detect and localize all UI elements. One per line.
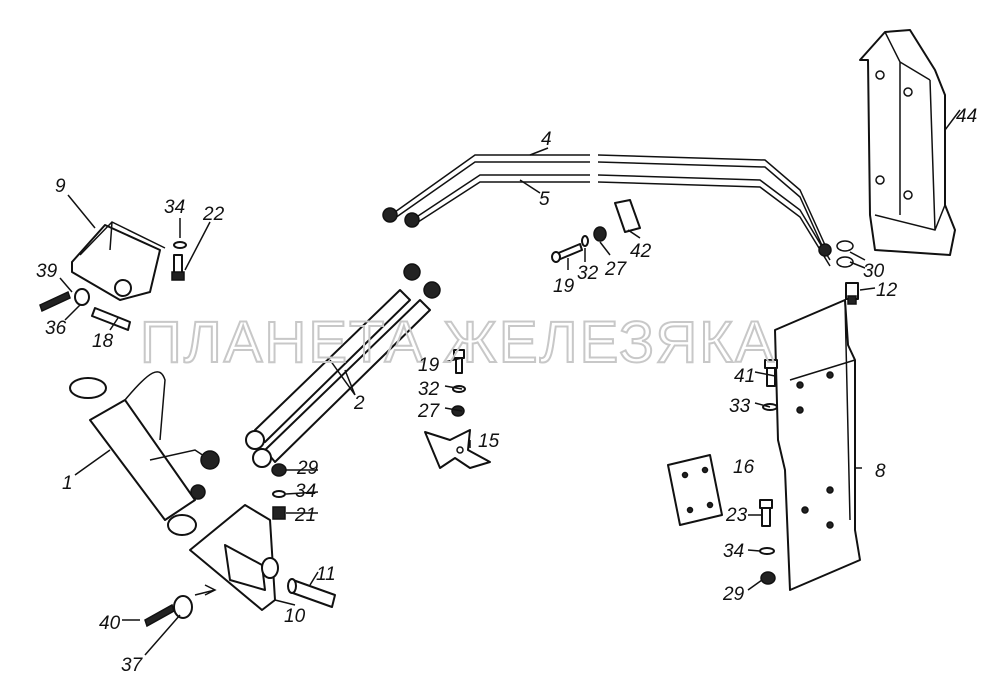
callout-18: 18: [92, 331, 114, 352]
part-2-hoses: [245, 263, 441, 468]
callout-19: 19: [553, 276, 575, 297]
callout-41: 41: [734, 366, 755, 387]
fasteners-group-top: [551, 199, 641, 263]
callout-2: 2: [353, 393, 365, 414]
part-15-clip: [424, 429, 491, 469]
callout-36: 36: [45, 318, 67, 339]
fasteners-group-left-bottom: [144, 463, 287, 628]
part-11-pin: [287, 578, 336, 608]
callout-16: 16: [733, 457, 755, 478]
part-12-fitting: [845, 282, 859, 305]
callout-29: 29: [296, 458, 319, 479]
callout-9: 9: [55, 176, 66, 197]
part-1-cylinder: [69, 371, 220, 536]
callout-19-middle: 19: [418, 355, 440, 376]
part-16-pad: [667, 454, 723, 526]
part-8-mounting-plate: [774, 299, 861, 591]
callout-21: 21: [294, 505, 316, 526]
part-9-bracket: [71, 221, 166, 301]
part-4-5-tubes: [382, 154, 832, 267]
part-44-cab-bracket: [859, 29, 956, 256]
callout-34-right: 34: [723, 541, 744, 562]
part-30-rings: [836, 240, 854, 268]
callout-5: 5: [539, 189, 550, 210]
callout-30: 30: [863, 261, 885, 282]
callout-27: 27: [604, 259, 628, 280]
leader-lines: [59, 109, 961, 656]
callout-labels: 9 34 22 39 36 18 1 4 5 19 32 27 42 30 44…: [36, 106, 977, 676]
callout-15: 15: [478, 431, 500, 452]
part-10-bracket: [189, 504, 279, 611]
callout-27-middle: 27: [417, 401, 441, 422]
callout-42: 42: [630, 241, 652, 262]
fasteners-group-left-top: [39, 241, 187, 331]
callout-23: 23: [725, 505, 748, 526]
callout-39: 39: [36, 261, 58, 282]
callout-34: 34: [164, 197, 185, 218]
callout-37: 37: [121, 655, 144, 676]
callout-10: 10: [284, 606, 306, 627]
callout-8: 8: [875, 461, 886, 482]
callout-1: 1: [62, 473, 73, 494]
callout-32: 32: [577, 263, 599, 284]
callout-12: 12: [876, 280, 898, 301]
callout-44: 44: [956, 106, 977, 127]
callout-33: 33: [729, 396, 751, 417]
watermark-text: ПЛАНЕТА ЖЕЛЕЗЯКА: [140, 310, 776, 375]
callout-11: 11: [316, 564, 336, 585]
callout-40: 40: [99, 613, 121, 634]
callout-4: 4: [541, 129, 552, 150]
callout-32-middle: 32: [418, 379, 440, 400]
callout-22: 22: [202, 204, 225, 225]
callout-29-right: 29: [722, 584, 745, 605]
callout-34-left: 34: [295, 481, 316, 502]
fasteners-group-right: [759, 359, 778, 585]
